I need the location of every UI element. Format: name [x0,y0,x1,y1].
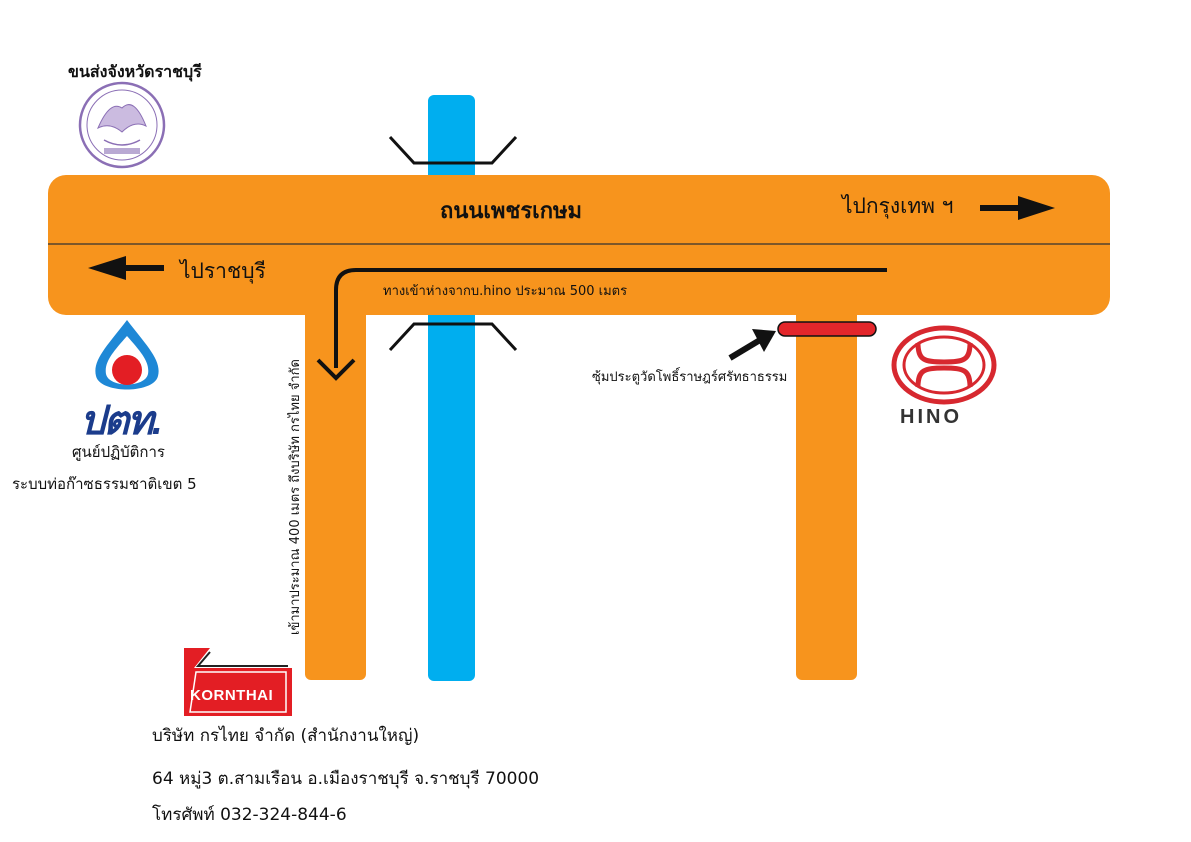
side-road-kornthai [305,290,366,680]
hino-wordmark: HINO [900,406,962,428]
gate-pointer-arrow-icon [728,329,776,361]
transport-office-caption: ขนส่งจังหวัดราชบุรี [68,62,202,81]
ptt-wordmark: ปตท. [80,399,163,443]
to-bangkok-label: ไปกรุงเทพ ฯ [842,194,954,218]
kornthai-logo-icon [184,648,292,716]
to-ratchaburi-label: ไปราชบุรี [180,259,266,283]
main-road [48,175,1110,315]
hino-logo-icon [891,325,997,405]
ptt-caption-line1: ศูนย์ปฏิบัติการ [72,443,165,461]
route-arrowhead [316,358,356,381]
arrow-right-icon [980,196,1055,220]
road-name-label: ถนนเพชรเกษม [440,199,583,224]
ptt-logo-icon [95,320,159,390]
arrow-left-icon [88,256,164,280]
bridge-rail-bottom [388,322,518,352]
entrance-distance-note: ทางเข้าห่างจากบ.hino ประมาณ 500 เมตร [383,284,628,299]
temple-gate-note: ซุ้มประตูวัดโพธิ์ราษฎร์ศรัทธาธรรม [592,370,788,385]
company-address: 64 หมู่3 ต.สามเรือน อ.เมืองราชบุรี จ.ราช… [152,769,540,789]
kornthai-wordmark: KORNTHAI [190,687,274,704]
bridge-rail-top [388,135,518,165]
side-road-distance-note: เข้ามาประมาณ 400 เมตร ถึงบริษัท กรไทย จำ… [288,359,303,635]
transport-seal-icon [78,81,166,169]
temple-gate-marker [777,321,877,337]
route-path [334,268,887,368]
side-road-hino [796,290,857,680]
company-name: บริษัท กรไทย จำกัด (สำนักงานใหญ่) [152,726,420,746]
company-phone: โทรศัพท์ 032-324-844-6 [152,805,347,825]
ptt-caption-line2: ระบบท่อก๊าซธรรมชาติเขต 5 [12,475,197,493]
